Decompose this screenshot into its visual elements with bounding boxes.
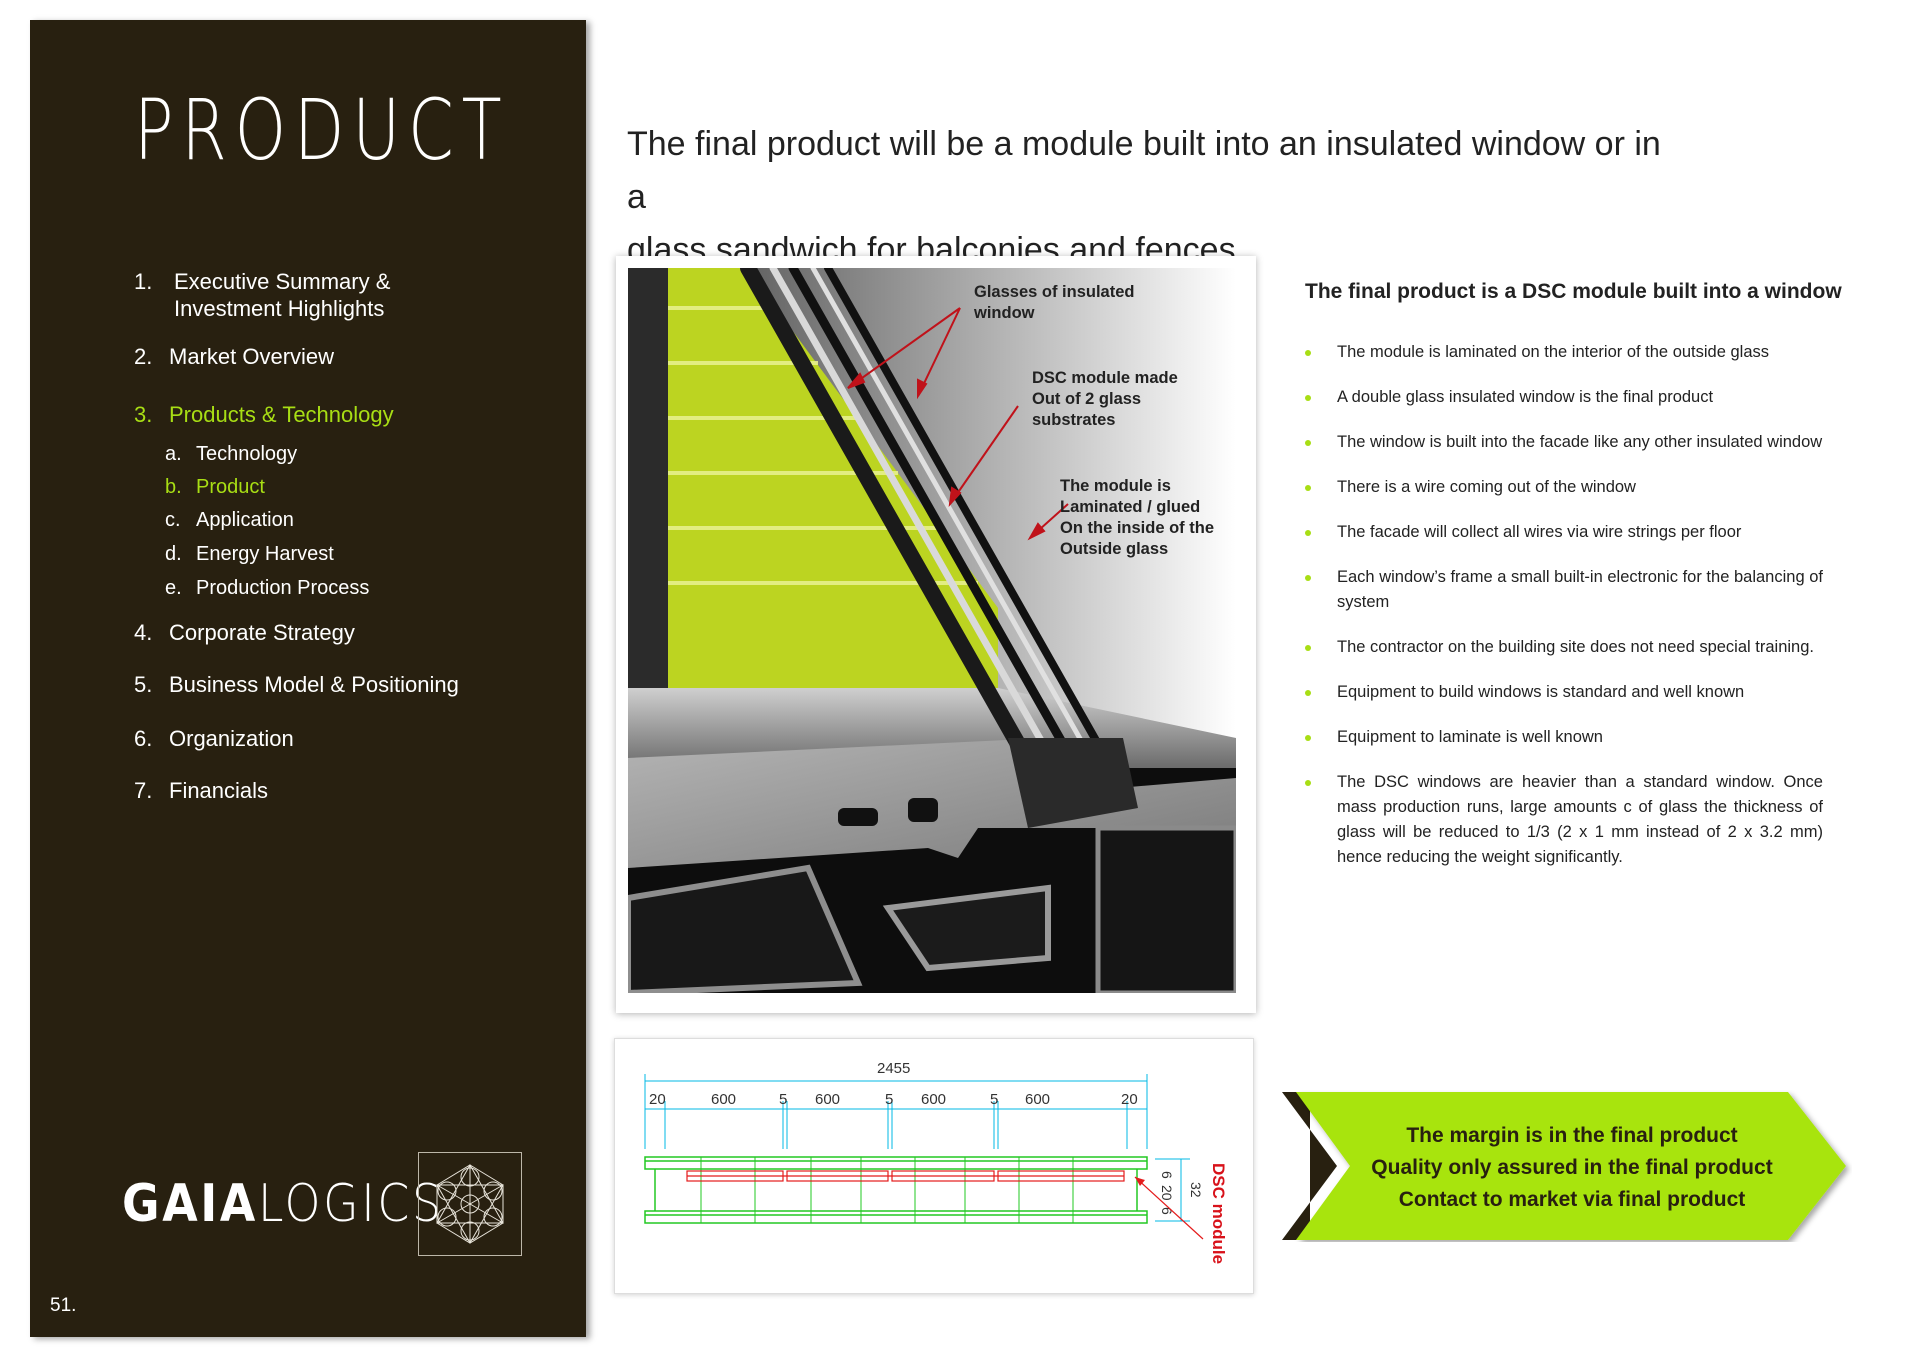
brand-wordmark: GAIALOGICS (122, 1174, 444, 1234)
list-item: The window is built into the facade like… (1305, 430, 1823, 455)
window-cross-section-figure: Glasses of insulated window DSC module m… (616, 256, 1256, 1013)
page-number: 51. (50, 1295, 77, 1316)
key-message-arrow: The margin is in the final product Quali… (1282, 1090, 1852, 1242)
list-item: The module is laminated on the interior … (1305, 340, 1823, 365)
list-item: The contractor on the building site does… (1305, 635, 1823, 660)
dim-side: 32 (1188, 1182, 1204, 1198)
toc-subitem-label: Technology (196, 443, 298, 465)
toc-subitem-letter: d. (165, 543, 182, 565)
bullet-list: The module is laminated on the interior … (1305, 340, 1823, 870)
dim-seg: 5 (885, 1091, 893, 1108)
toc-item-label: Executive Summary & (174, 269, 391, 294)
dim-seg: 20 (1121, 1091, 1138, 1108)
toc-subitem-label: Production Process (196, 577, 370, 599)
dim-side: 6 (1159, 1207, 1175, 1215)
toc-item-number: 3. (134, 402, 153, 427)
toc-item-number: 1. (134, 269, 153, 294)
callout-dsc-module: DSC module made Out of 2 glass substrate… (1032, 369, 1178, 429)
list-item: There is a wire coming out of the window (1305, 475, 1823, 500)
technical-drawing: 2455 20 600 5 600 5 600 5 600 20 6 20 6 … (614, 1038, 1254, 1294)
toc-item-executive-summary[interactable]: 1. Executive Summary & Investment Highli… (134, 268, 574, 322)
toc-item-label: Products & Technology (169, 402, 394, 427)
toc-item-label-line2: Investment Highlights (174, 296, 385, 321)
toc-subitem-letter: e. (165, 577, 182, 599)
toc-subitem-label: Energy Harvest (196, 543, 334, 565)
callout-glasses: Glasses of insulated window (974, 283, 1135, 322)
toc-item-label: Corporate Strategy (169, 620, 355, 645)
toc-item-number: 2. (134, 344, 153, 369)
arrow-text: The margin is in the final product Quali… (1352, 1120, 1792, 1216)
arrow-shape (1282, 1092, 1846, 1240)
toc-item-label: Market Overview (169, 344, 335, 369)
toc-item-number: 5. (134, 672, 153, 697)
arrow-line-3: Contact to market via final product (1398, 1188, 1746, 1211)
arrow-line-2: Quality only assured in the final produc… (1371, 1156, 1773, 1179)
dim-total: 2455 (877, 1060, 910, 1077)
callout-laminated: The module is Laminated / glued On the i… (1060, 477, 1215, 558)
dsc-module-label: DSC module (1209, 1163, 1228, 1264)
section-heading: The final product is a DSC module built … (1305, 280, 1842, 303)
toc-item-label: Financials (169, 778, 269, 803)
list-item: Each window’s frame a small built-in ele… (1305, 565, 1823, 615)
metatron-cube-icon (418, 1152, 522, 1256)
list-item: The facade will collect all wires via wi… (1305, 520, 1823, 545)
dim-side: 6 (1159, 1171, 1175, 1179)
toc-item-label: Business Model & Positioning (169, 672, 459, 697)
arrow-line-1: The margin is in the final product (1406, 1124, 1738, 1147)
dim-seg: 5 (779, 1091, 787, 1108)
brand-logo: GAIALOGICS (122, 1152, 522, 1262)
toc-item-label: Organization (169, 726, 294, 751)
toc-subitem-letter: a. (165, 443, 182, 465)
dim-side: 20 (1159, 1185, 1175, 1201)
dim-seg: 5 (990, 1091, 998, 1108)
toc-item-number: 7. (134, 778, 153, 803)
list-item: The DSC windows are heavier than a stand… (1305, 770, 1823, 870)
toc-subitem-letter: c. (165, 509, 181, 531)
dim-seg: 600 (711, 1091, 736, 1108)
dim-seg: 20 (649, 1091, 666, 1108)
list-item: Equipment to build windows is standard a… (1305, 680, 1823, 705)
toc-subitem-label: Application (196, 509, 294, 531)
dim-seg: 600 (921, 1091, 946, 1108)
page-title: PRODUCT (134, 81, 510, 179)
toc-item-number: 4. (134, 620, 153, 645)
product-details: The final product is a DSC module built … (1305, 278, 1842, 890)
headline: The final product will be a module built… (627, 118, 1677, 277)
dim-seg: 600 (815, 1091, 840, 1108)
headline-line-1: The final product will be a module built… (627, 125, 1661, 216)
window-cross-section-image (628, 268, 1236, 993)
sidebar: PRODUCT 1. Executive Summary & Investmen… (30, 20, 586, 1337)
list-item: A double glass insulated window is the f… (1305, 385, 1823, 410)
dim-seg: 600 (1025, 1091, 1050, 1108)
toc-subitem-label: Product (196, 476, 265, 498)
toc-item-number: 6. (134, 726, 153, 751)
list-item: Equipment to laminate is well known (1305, 725, 1823, 750)
toc-subitem-letter: b. (165, 476, 182, 498)
dsc-module-dimension-drawing: 2455 20 600 5 600 5 600 5 600 20 6 20 6 … (644, 1060, 1228, 1264)
